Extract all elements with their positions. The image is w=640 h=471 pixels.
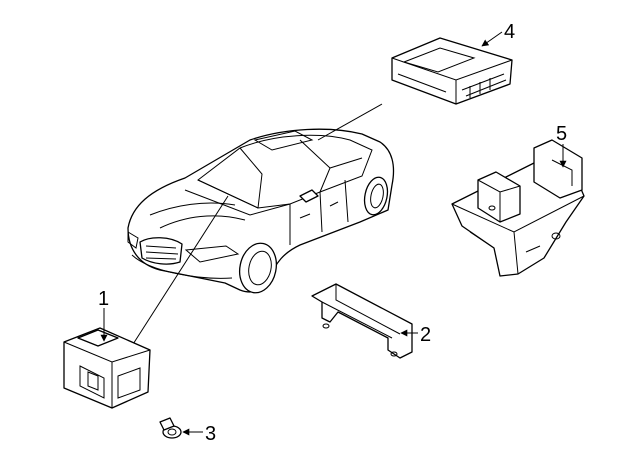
part-1-module: [63, 327, 151, 409]
callout-4: 4: [504, 21, 515, 43]
callout-1: 1: [98, 288, 109, 310]
leader-line-1: [127, 195, 229, 353]
part-4-control-unit: [391, 37, 513, 105]
callout-3: 3: [205, 423, 216, 445]
part-5-mounting-bracket: [451, 139, 585, 277]
callout-2: 2: [420, 324, 431, 346]
callout-5: 5: [556, 123, 567, 145]
leader-line-4: [317, 103, 383, 141]
part-3-bolt: [159, 417, 182, 439]
part-2-bracket: [311, 283, 413, 359]
car-illustration: [127, 128, 395, 294]
